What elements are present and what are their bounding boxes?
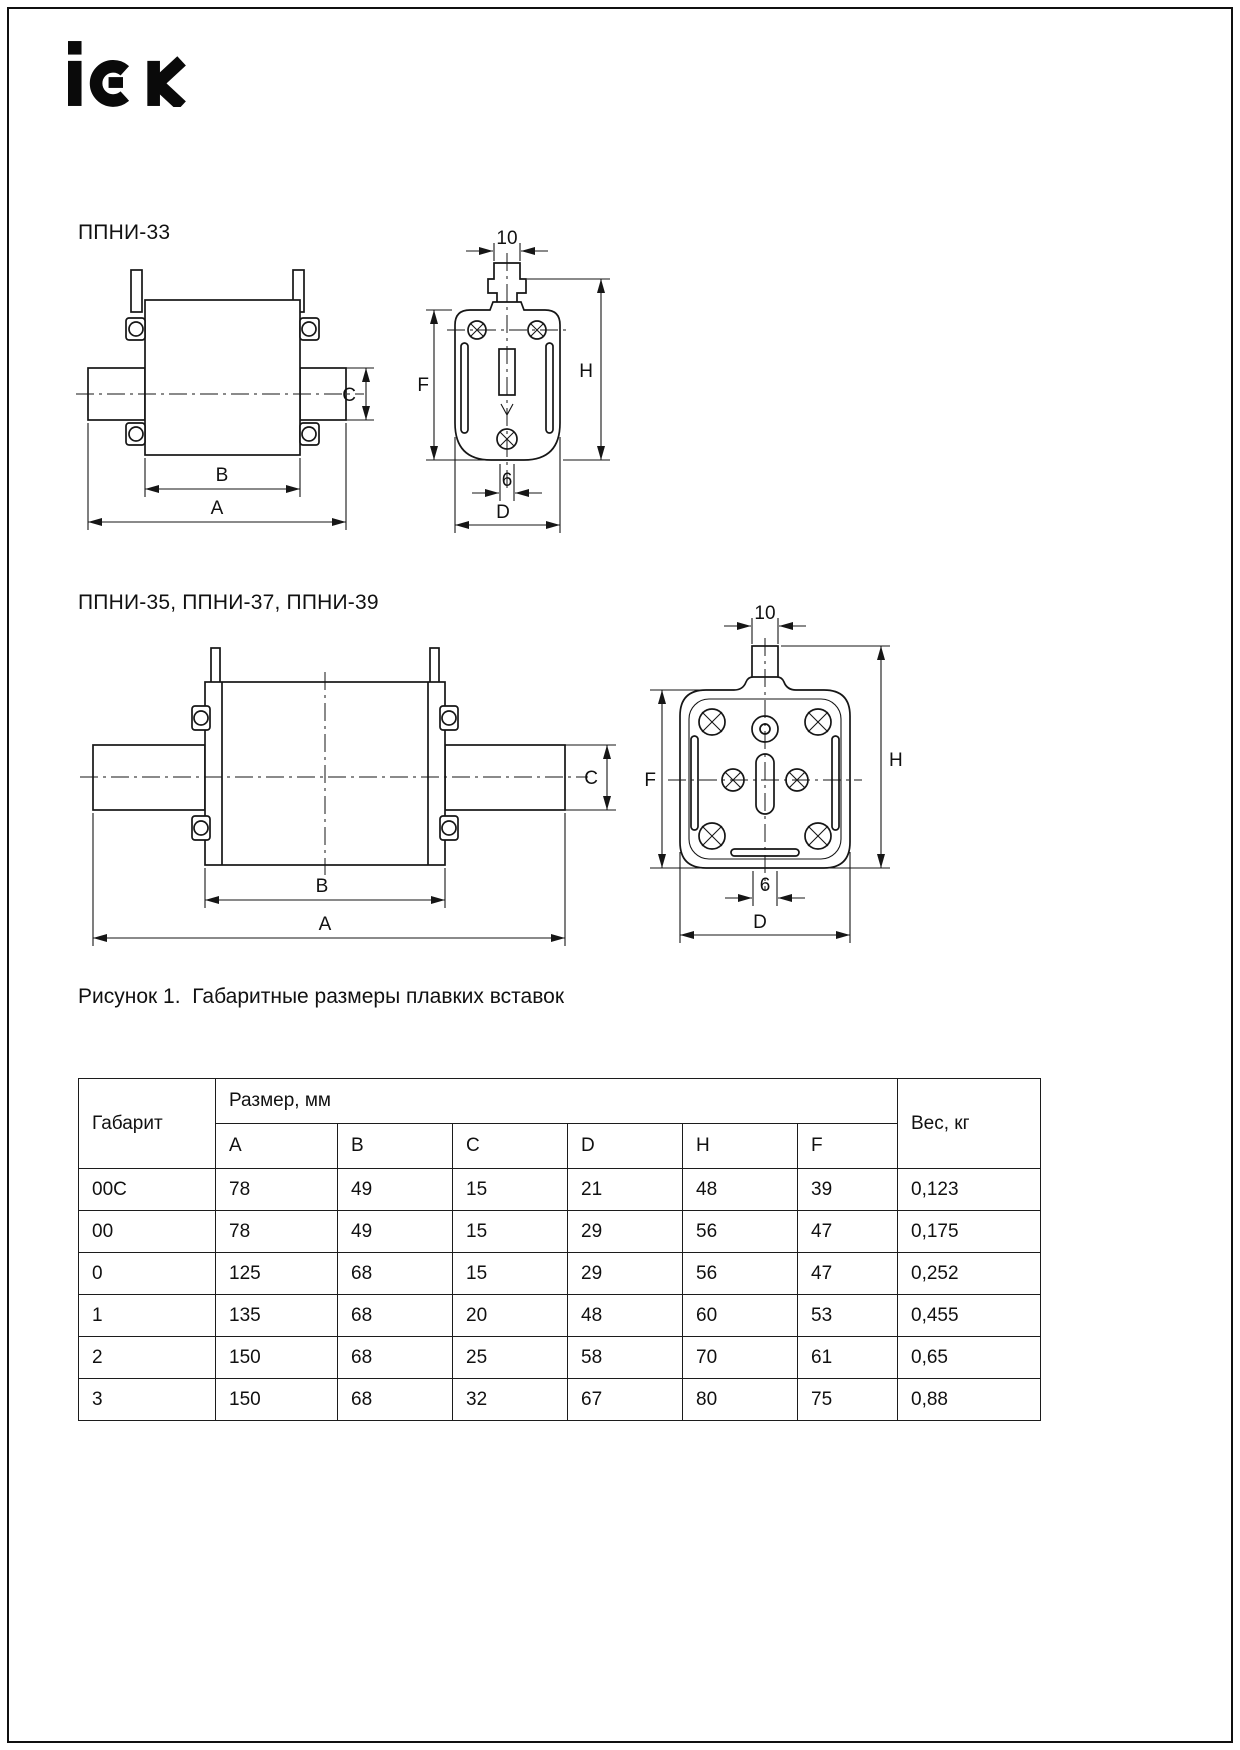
dim-label-d2: D bbox=[753, 912, 767, 933]
cell-h: 70 bbox=[682, 1336, 798, 1379]
iek-logo bbox=[68, 41, 186, 107]
col-header-size-group: Размер, мм bbox=[215, 1078, 898, 1124]
cell-f: 47 bbox=[797, 1252, 898, 1295]
dim-label-10-2: 10 bbox=[754, 603, 775, 624]
cell-c: 15 bbox=[452, 1168, 568, 1211]
cell-gabarit: 3 bbox=[78, 1378, 216, 1421]
cell-c: 20 bbox=[452, 1294, 568, 1337]
cell-d: 29 bbox=[567, 1210, 683, 1253]
dim-label-f2: F bbox=[644, 770, 656, 791]
table-row: 2 150 68 25 58 70 61 0,65 bbox=[78, 1336, 1041, 1379]
table-row: 00C 78 49 15 21 48 39 0,123 bbox=[78, 1168, 1041, 1211]
cell-gabarit: 00C bbox=[78, 1168, 216, 1211]
cell-a: 150 bbox=[215, 1378, 338, 1421]
dim-label-f1: F bbox=[417, 375, 429, 396]
cell-a: 150 bbox=[215, 1336, 338, 1379]
cell-weight: 0,252 bbox=[897, 1252, 1041, 1295]
cell-h: 56 bbox=[682, 1252, 798, 1295]
col-header-f: F bbox=[797, 1123, 898, 1169]
ppni35-front-dimensions: 10 F H 6 D bbox=[644, 603, 903, 943]
dim-label-h1: H bbox=[579, 361, 593, 382]
cell-c: 15 bbox=[452, 1252, 568, 1295]
cell-c: 32 bbox=[452, 1378, 568, 1421]
cell-b: 68 bbox=[337, 1294, 453, 1337]
ppni33-front-view bbox=[447, 253, 568, 489]
ppni35-side-view bbox=[80, 647, 588, 875]
cell-c: 15 bbox=[452, 1210, 568, 1253]
cell-gabarit: 0 bbox=[78, 1252, 216, 1295]
dim-label-c1: C bbox=[342, 385, 356, 406]
ppni35-side-dimensions: C B A bbox=[92, 744, 616, 946]
col-header-d: D bbox=[567, 1123, 683, 1169]
col-header-weight: Вес, кг bbox=[897, 1078, 1041, 1169]
cell-c: 25 bbox=[452, 1336, 568, 1379]
cell-gabarit: 1 bbox=[78, 1294, 216, 1337]
cell-d: 58 bbox=[567, 1336, 683, 1379]
cell-b: 68 bbox=[337, 1252, 453, 1295]
table-header-row-1: Габарит Размер, мм Вес, кг bbox=[78, 1078, 1041, 1169]
cell-d: 21 bbox=[567, 1168, 683, 1211]
cell-a: 78 bbox=[215, 1210, 338, 1253]
drawing1-title: ППНИ-33 bbox=[78, 221, 171, 244]
cell-weight: 0,65 bbox=[897, 1336, 1041, 1379]
drawing2-title: ППНИ-35, ППНИ-37, ППНИ-39 bbox=[78, 591, 379, 614]
dim-label-h2: H bbox=[889, 750, 903, 771]
col-header-a: A bbox=[215, 1123, 338, 1169]
ppni33-side-dimensions: C B A bbox=[87, 367, 374, 530]
cell-weight: 0,88 bbox=[897, 1378, 1041, 1421]
table-row: 3 150 68 32 67 80 75 0,88 bbox=[78, 1378, 1041, 1421]
iek-logo-letters bbox=[68, 41, 160, 106]
cell-b: 68 bbox=[337, 1378, 453, 1421]
cell-d: 48 bbox=[567, 1294, 683, 1337]
cell-weight: 0,455 bbox=[897, 1294, 1041, 1337]
cell-f: 47 bbox=[797, 1210, 898, 1253]
dim-label-10-1: 10 bbox=[496, 228, 517, 249]
cell-weight: 0,175 bbox=[897, 1210, 1041, 1253]
dim-label-6-2: 6 bbox=[760, 875, 771, 896]
cell-h: 80 bbox=[682, 1378, 798, 1421]
dim-label-a2: A bbox=[319, 914, 332, 935]
cell-b: 49 bbox=[337, 1210, 453, 1253]
ppni35-front-view bbox=[668, 638, 862, 890]
dim-label-b1: B bbox=[216, 465, 229, 486]
cell-h: 56 bbox=[682, 1210, 798, 1253]
table-row: 1 135 68 20 48 60 53 0,455 bbox=[78, 1294, 1041, 1337]
cell-weight: 0,123 bbox=[897, 1168, 1041, 1211]
dim-label-a1: A bbox=[211, 498, 224, 519]
table-row: 00 78 49 15 29 56 47 0,175 bbox=[78, 1210, 1041, 1253]
col-header-c: C bbox=[452, 1123, 568, 1169]
table-header-row-2: A B C D H F bbox=[79, 1123, 1041, 1169]
ppni33-front-dimensions: 10 F H 6 D bbox=[417, 228, 610, 533]
col-header-b: B bbox=[337, 1123, 453, 1169]
cell-f: 53 bbox=[797, 1294, 898, 1337]
ppni35-37-39-drawing: C B A bbox=[80, 603, 903, 946]
cell-b: 68 bbox=[337, 1336, 453, 1379]
cell-d: 29 bbox=[567, 1252, 683, 1295]
dim-label-6-1: 6 bbox=[502, 470, 513, 491]
cell-h: 48 bbox=[682, 1168, 798, 1211]
col-header-gabarit: Габарит bbox=[78, 1078, 216, 1169]
dimensions-table: Габарит Размер, мм Вес, кг A B C D H F 0… bbox=[78, 1078, 1041, 1421]
dim-label-b2: B bbox=[316, 876, 329, 897]
cell-gabarit: 2 bbox=[78, 1336, 216, 1379]
cell-gabarit: 00 bbox=[78, 1210, 216, 1253]
ppni33-drawing: C B A 10 F bbox=[76, 228, 610, 533]
ppni33-side-view bbox=[76, 269, 364, 456]
cell-h: 60 bbox=[682, 1294, 798, 1337]
cell-a: 135 bbox=[215, 1294, 338, 1337]
cell-f: 75 bbox=[797, 1378, 898, 1421]
cell-a: 78 bbox=[215, 1168, 338, 1211]
cell-f: 61 bbox=[797, 1336, 898, 1379]
col-header-h: H bbox=[682, 1123, 798, 1169]
figure-caption: Рисунок 1. Габаритные размеры плавких вс… bbox=[78, 985, 565, 1008]
table-row: 0 125 68 15 29 56 47 0,252 bbox=[78, 1252, 1041, 1295]
cell-b: 49 bbox=[337, 1168, 453, 1211]
cell-d: 67 bbox=[567, 1378, 683, 1421]
dim-label-c2: C bbox=[584, 768, 598, 789]
cell-f: 39 bbox=[797, 1168, 898, 1211]
dim-label-d1: D bbox=[496, 502, 510, 523]
cell-a: 125 bbox=[215, 1252, 338, 1295]
